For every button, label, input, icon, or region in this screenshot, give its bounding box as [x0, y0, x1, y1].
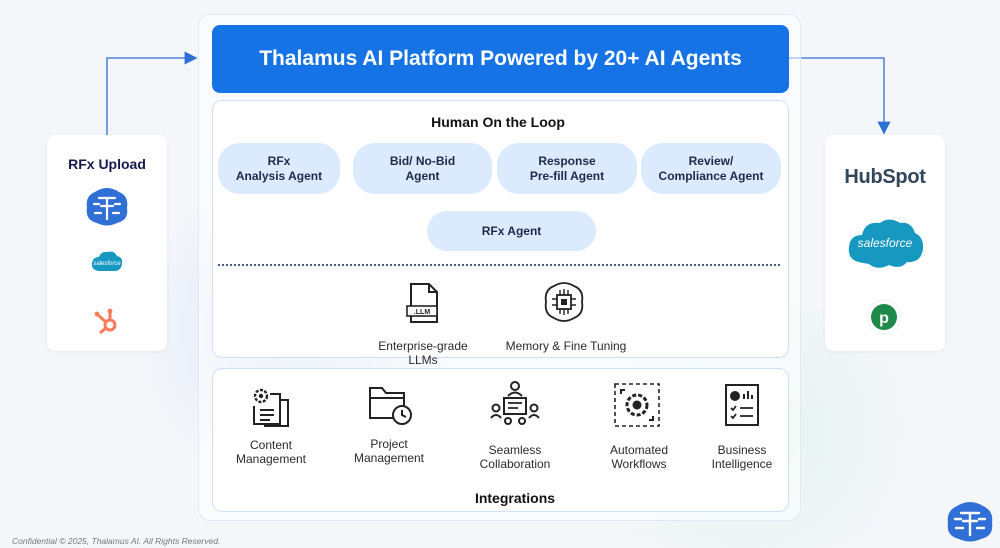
seamless-collaboration-label: Seamless Collaboration [479, 443, 551, 472]
salesforce-wordmark: salesforce [858, 236, 913, 250]
hubspot-wordmark: HubSpot [844, 166, 926, 188]
rfx-analysis-agent: RFx Analysis Agent [218, 143, 340, 194]
enterprise-llms-label: Enterprise-grade LLMs [378, 339, 468, 368]
integrations-label: Integrations [460, 490, 570, 506]
content-management-label: Content Management [235, 438, 307, 467]
llm-file-label: .LLM [414, 309, 430, 316]
llm-file-icon: .LLM [406, 283, 438, 323]
report-icon [725, 384, 759, 426]
collaboration-icon [490, 381, 540, 425]
automated-workflows-label: Automated Workflows [609, 443, 669, 472]
memory-fine-tuning-label: Memory & Fine Tuning [505, 339, 627, 353]
salesforce-small-text: salesforce [93, 261, 121, 267]
folder-clock-icon [369, 387, 412, 425]
business-intelligence-label: Business Intelligence [711, 443, 773, 472]
project-management-label: Project Management [353, 437, 425, 466]
tools-panel [212, 368, 789, 512]
salesforce-logo-icon: salesforce [848, 219, 924, 268]
gear-workflow-icon [614, 383, 660, 427]
rfx-upload-title: RFx Upload [68, 156, 146, 172]
pipedrive-logo-icon: p [866, 299, 902, 335]
content-management-icon [253, 388, 289, 427]
response-prefill-agent: Response Pre-fill Agent [497, 143, 637, 194]
platform-banner: Thalamus AI Platform Powered by 20+ AI A… [212, 25, 789, 93]
human-on-the-loop-heading: Human On the Loop [418, 114, 578, 130]
rfx-upload-card: RFx Upload [47, 135, 167, 351]
review-compliance-agent: Review/ Compliance Agent [641, 143, 781, 194]
footer-copyright: Confidential © 2025, Thalamus AI. All Ri… [12, 536, 221, 546]
salesforce-logo-icon: salesforce [91, 251, 123, 271]
thalamus-brain-logo-icon [86, 188, 128, 226]
hubspot-logo-icon [94, 308, 117, 335]
thalamus-brain-logo-icon [947, 502, 993, 542]
pipedrive-letter: p [879, 310, 889, 327]
brain-chip-icon [544, 282, 584, 322]
section-divider [218, 264, 780, 266]
bid-no-bid-agent: Bid/ No-Bid Agent [353, 143, 492, 194]
rfx-agent: RFx Agent [427, 211, 596, 251]
